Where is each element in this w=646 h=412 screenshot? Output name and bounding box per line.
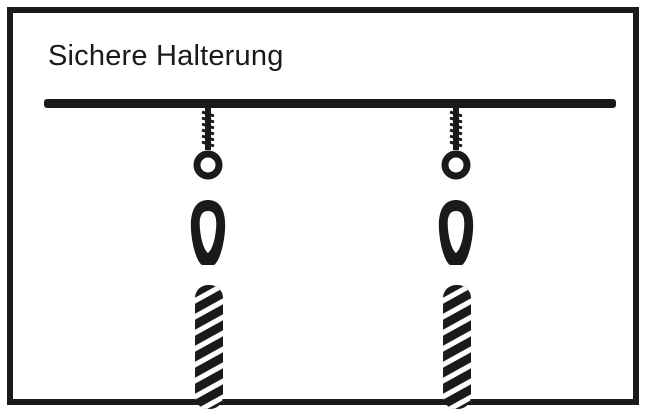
carabiner-left [190,200,226,265]
hanger-right [438,106,474,409]
rope-right [443,285,471,409]
rope-left [195,285,223,409]
frame-border [7,7,639,405]
eye-screw-right [441,106,471,180]
hanger-left [190,106,226,409]
mounting-rod [44,99,616,108]
carabiner-right [438,200,474,265]
diagram-title: Sichere Halterung [48,40,284,72]
eye-screw-left [193,106,223,180]
